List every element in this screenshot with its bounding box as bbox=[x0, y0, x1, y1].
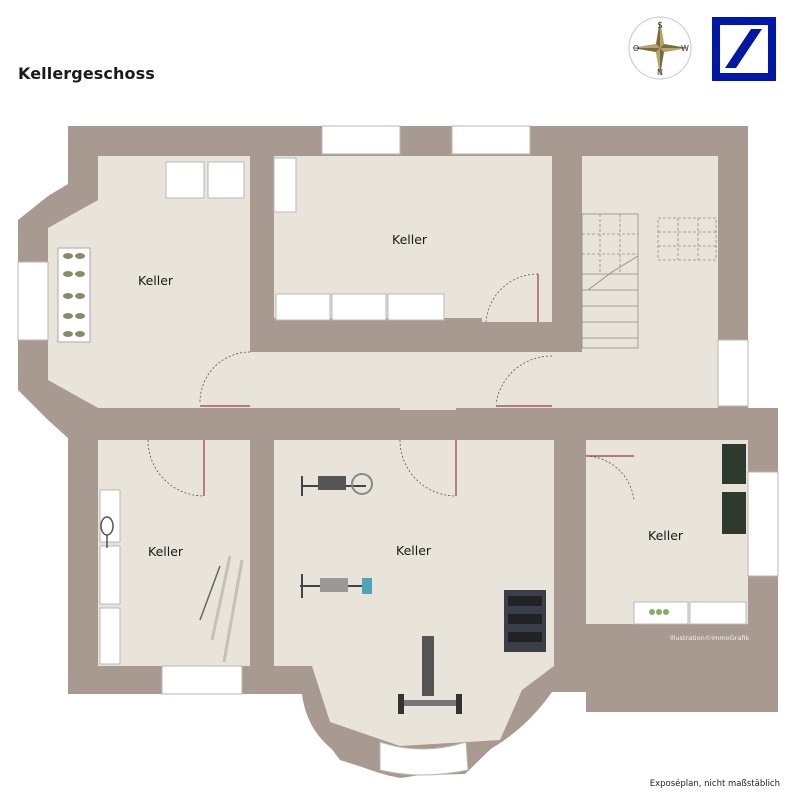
windows bbox=[17, 125, 779, 776]
deutsche-bank-logo-icon bbox=[712, 17, 776, 81]
compass-rose-icon: S N W O bbox=[628, 16, 692, 80]
room-label-bottom-left: Keller bbox=[148, 544, 184, 559]
compass-north-label: S bbox=[657, 21, 662, 30]
plan-title: Kellergeschoss bbox=[18, 64, 155, 83]
shoe-rack-icon bbox=[57, 247, 91, 343]
disclaimer-text: Exposéplan, nicht maßstäblich bbox=[649, 779, 780, 789]
exercise-bike-icon bbox=[301, 473, 373, 496]
room-label-top-center: Keller bbox=[392, 232, 428, 247]
wine-rack-icon bbox=[722, 444, 746, 534]
inner-walls bbox=[98, 156, 748, 672]
doors bbox=[147, 273, 635, 501]
tennis-racket-icon bbox=[100, 516, 114, 548]
room-label-top-left: Keller bbox=[138, 273, 174, 288]
room-label-bottom-center: Keller bbox=[396, 543, 432, 558]
compass-west-label: W bbox=[681, 44, 689, 53]
staircase bbox=[581, 213, 717, 349]
floors bbox=[48, 156, 748, 746]
skis-icon bbox=[199, 555, 244, 663]
room-label-bottom-right: Keller bbox=[648, 528, 684, 543]
rowing-machine-icon bbox=[300, 574, 372, 598]
compass-south-label: N bbox=[657, 68, 663, 77]
weight-bench-icon bbox=[398, 636, 462, 714]
storage-boxes bbox=[99, 157, 747, 665]
compass-east-label: O bbox=[633, 44, 639, 53]
illustration-credit: Illustration©immoGrafik bbox=[670, 634, 750, 642]
dumbbell-rack-icon bbox=[504, 590, 546, 652]
